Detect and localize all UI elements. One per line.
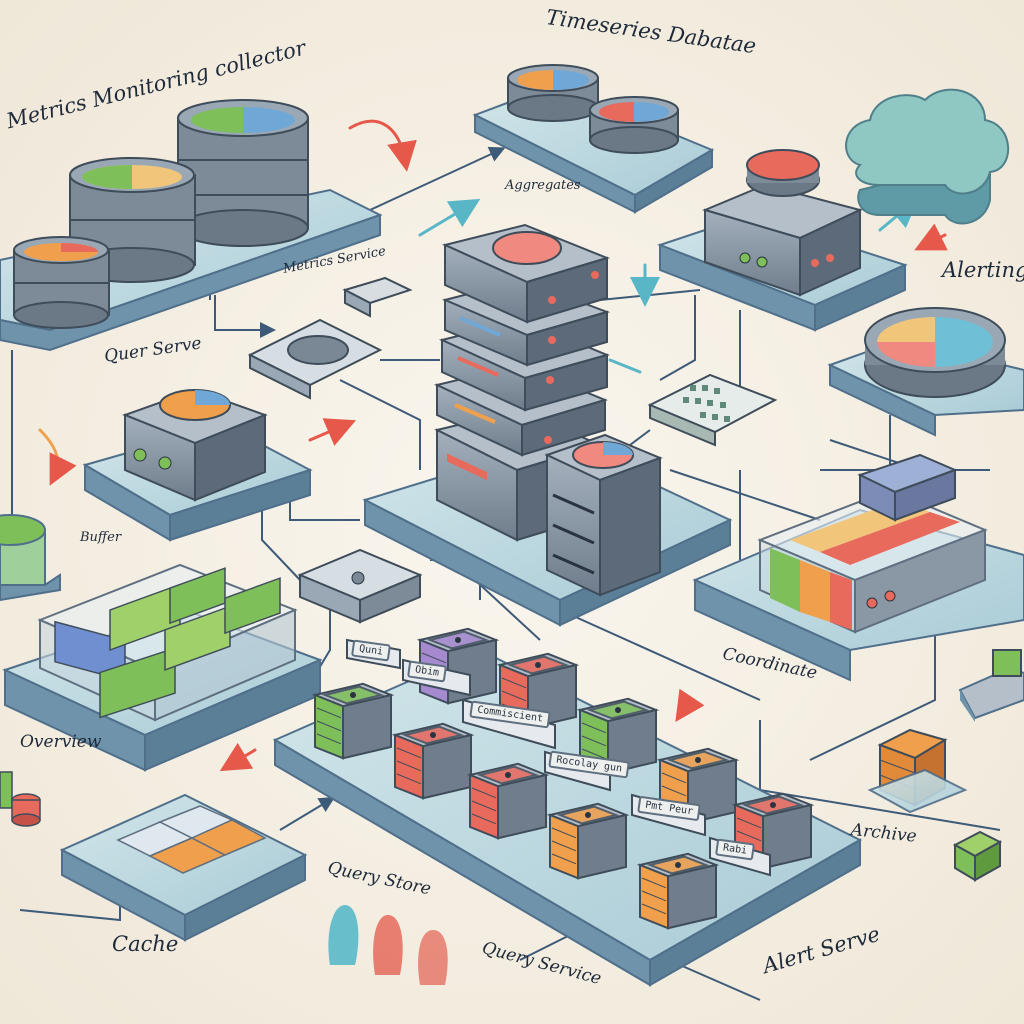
server-unit-icon [441, 223, 611, 324]
coordinate-storage [692, 453, 1024, 682]
buffer-tray [2, 563, 323, 772]
cache-label: Cache [112, 932, 179, 956]
buffer-label: Buffer [80, 530, 122, 545]
cloud-icon [845, 88, 1010, 225]
archive-small-block [952, 830, 1003, 882]
database-cylinder-icon [69, 157, 196, 283]
paint-brush-strokes [328, 905, 448, 985]
database-cylinder-icon [589, 96, 679, 154]
database-cylinder-icon [177, 99, 309, 247]
alerting-label: Alerting [942, 258, 1024, 282]
overview-label: Overview [20, 732, 102, 752]
edge-node-block [958, 649, 1024, 722]
database-cylinder-icon [13, 236, 110, 329]
archive-block [867, 728, 968, 814]
aggregates-server-stack [362, 223, 733, 627]
overview-cylinders [0, 771, 41, 827]
query-serve-server [82, 388, 313, 542]
module-cube-icon [546, 802, 630, 880]
module-cube-icon [391, 722, 475, 800]
pie-chart-display [827, 307, 1024, 437]
database-cylinder-icon [507, 64, 599, 122]
aggregates-label: Aggregates [505, 178, 581, 193]
module-cube-icon [466, 762, 550, 840]
partial-cylinder-icon [0, 514, 61, 602]
server-tower-icon [544, 433, 663, 597]
module-cube-icon [636, 852, 720, 930]
network-switch [647, 373, 778, 447]
metrics-collector-platform [0, 99, 383, 352]
metrics-service-connector [342, 276, 413, 318]
cache-tray [59, 793, 308, 942]
connector-block [297, 548, 423, 624]
query-serve-hub [247, 318, 383, 400]
alerting-server [657, 149, 908, 332]
timeseries-database-platform [472, 64, 715, 214]
module-cube-icon [656, 747, 740, 825]
module-cube-icon [311, 682, 395, 760]
